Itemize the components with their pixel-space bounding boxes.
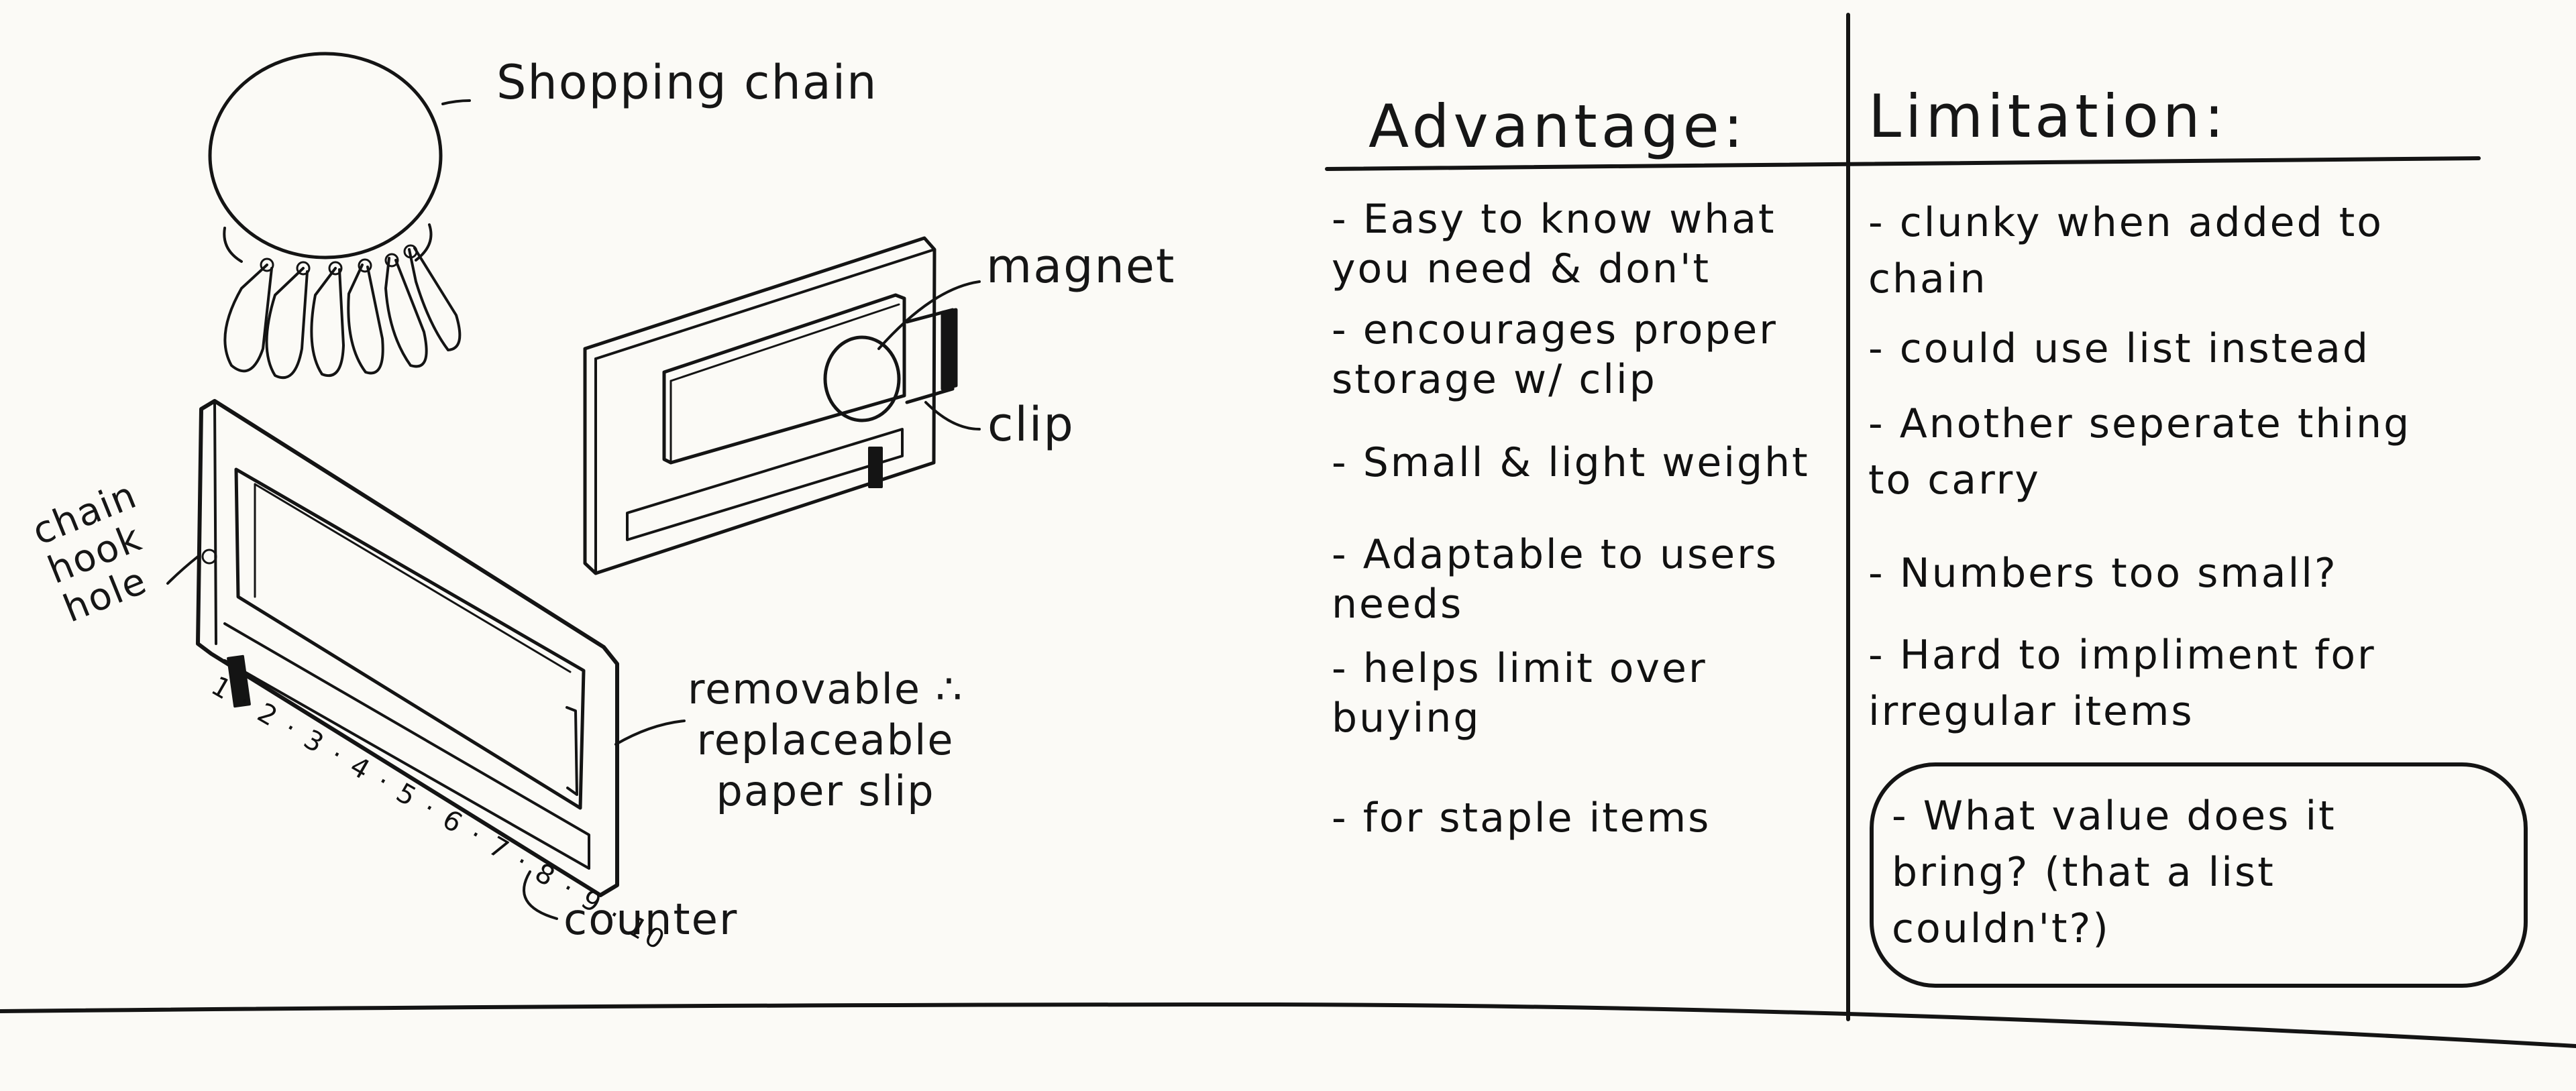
advantage-item: - helps limit over buying [1332, 645, 1707, 742]
limitation-item: - clunky when added to chain [1868, 199, 2383, 302]
table-rules [1325, 13, 2528, 1021]
advantage-item: - encourages proper storage w/ clip [1332, 306, 1778, 403]
paper-slip-label: removable ∴ replaceable paper slip [688, 665, 964, 815]
limitation-item: - could use list instead [1868, 325, 2370, 372]
limitation-item: - Hard to impliment for irregular items [1868, 632, 2376, 735]
limitation-item: - Numbers too small? [1868, 550, 2338, 597]
advantage-item: - for staple items [1332, 795, 1711, 842]
clip-label: clip [987, 397, 1075, 452]
limitation-item: - Another seperate thing to carry [1868, 400, 2412, 504]
advantage-header: Advantage: [1368, 92, 1748, 161]
page-bottom-rule [0, 1002, 2576, 1048]
shopping-chain-drawing [208, 52, 462, 380]
magnet-label: magnet [986, 239, 1176, 294]
advantage-item: - Easy to know what you need & don't [1332, 196, 1776, 292]
shopping-chain-label: Shopping chain [496, 55, 878, 110]
counter-drawing [166, 99, 686, 920]
limitation-header: Limitation: [1868, 82, 2229, 151]
advantage-item: - Adaptable to users needs [1332, 531, 1779, 628]
magnet-clip-drawing [583, 236, 981, 575]
limitation-item-highlighted: - What value does it bring? (that a list… [1892, 793, 2337, 952]
advantage-item: - Small & light weight [1332, 439, 1810, 486]
counter-label: counter [564, 895, 739, 945]
